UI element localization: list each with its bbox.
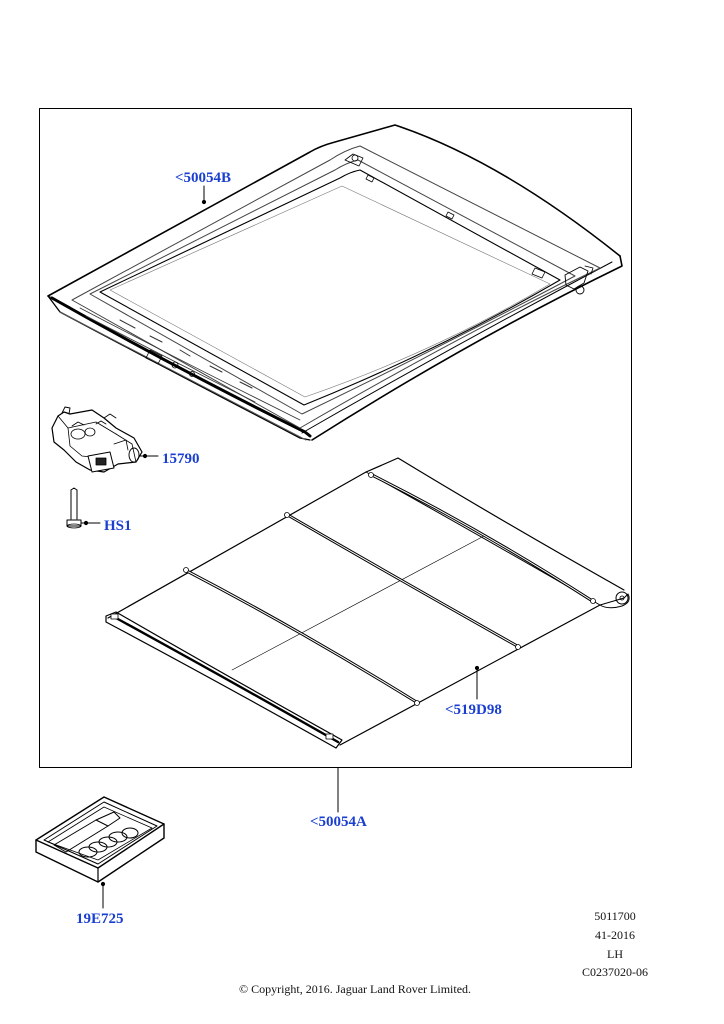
sunroof-glass-panel[interactable]: [47, 124, 623, 441]
leader-dot-sunroof-glass: [201, 199, 207, 205]
callout-sunroof-glass[interactable]: <50054B: [175, 170, 232, 186]
sunblind-assembly[interactable]: [105, 457, 630, 749]
callout-screw[interactable]: HS1: [104, 518, 132, 534]
callout-blind-assembly[interactable]: <50054A: [310, 814, 367, 830]
leader-dot-blind-rail: [474, 665, 480, 671]
repair-kit[interactable]: [35, 796, 165, 883]
ref-number: 5011700: [594, 909, 636, 923]
illustration-id: C0237020-06: [582, 965, 648, 979]
side-code: LH: [607, 947, 623, 961]
callout-blind-rail[interactable]: <519D98: [445, 702, 502, 718]
sunblind-motor[interactable]: [51, 406, 143, 473]
leader-dot-repair-kit: [100, 881, 106, 887]
copyright-notice: © Copyright, 2016. Jaguar Land Rover Lim…: [238, 982, 472, 996]
assembly-frame: [39, 108, 632, 768]
leader-dot-motor: [142, 453, 148, 459]
date-code: 41-2016: [595, 928, 635, 942]
leader-dot-screw: [83, 520, 89, 526]
callout-repair-kit[interactable]: 19E725: [76, 911, 124, 927]
screw[interactable]: [66, 487, 82, 529]
callout-motor[interactable]: 15790: [162, 451, 200, 467]
